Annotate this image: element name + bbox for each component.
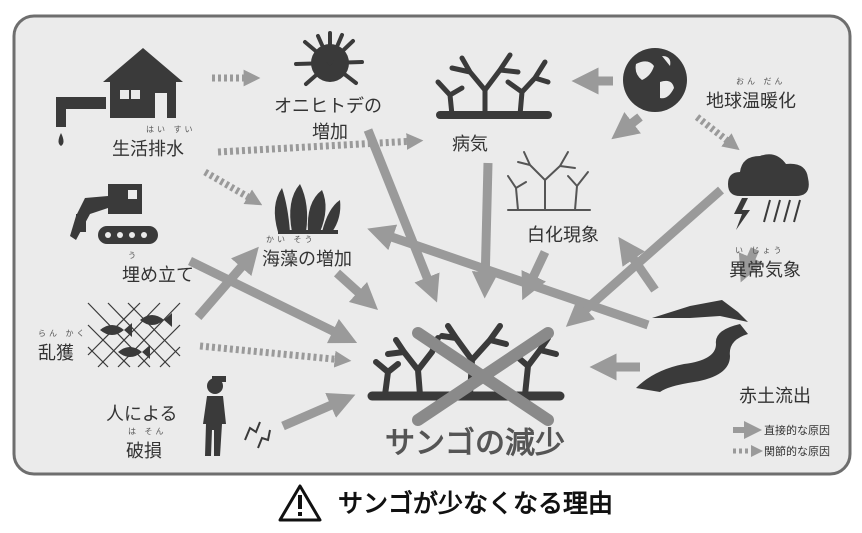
house-faucet-icon [56,48,183,146]
seaweed-label: 海藻の増加 [262,249,352,270]
starfish-label-1: オニヒトデの [274,96,382,117]
diagram-frame [12,14,852,476]
diver-icon [203,376,226,456]
legend-direct: 直接的な原因 [764,422,830,438]
arrow-damage-coral [281,392,356,431]
footer-title: サンゴが少なくなる理由 [278,478,613,526]
node-bleaching: 白化現象 [527,221,599,247]
bleaching-label: 白化現象 [527,225,599,246]
overfishing-label: 乱獲 [38,343,74,364]
arrow-household-disease [217,133,424,156]
crown-of-thorns-starfish-icon [294,31,364,86]
disease-label: 病気 [452,134,488,155]
arrow-household-seaweed [203,168,263,206]
starfish-label-2: 増加 [312,122,348,143]
warning-icon [278,484,322,522]
node-warming: おん だん 地球温暖化 [706,76,796,113]
weather-ruby: い じょう [735,246,785,255]
arrow-landfill-seaweed [188,256,358,344]
landfill-ruby: う [128,251,139,260]
legend-direct-label: 直接的な原因 [764,424,830,437]
node-disease: 病気 [452,130,488,156]
coral-crossed-out-icon [367,323,565,426]
node-landfill: う 埋め立て [122,250,194,287]
broken-coral-icon [244,421,271,449]
warming-ruby: おん だん [736,77,786,86]
fish-net-icon [87,302,181,368]
arrow-redsoil-bleaching [618,236,659,293]
storm-cloud-icon [728,154,809,230]
legend-indirect-label: 関節的な原因 [764,445,830,458]
result-label: サンゴの減少 [385,426,565,461]
footer-title-text: サンゴが少なくなる理由 [338,489,614,518]
arrow-weather-coral [565,186,724,327]
warming-label: 地球温暖化 [706,91,796,112]
redsoil-label: 赤土流出 [739,386,811,407]
node-household: はい すい 生活排水 [112,124,196,161]
node-damage: 人による は そん 破損 [106,400,177,463]
landfill-label: 埋め立て [122,265,194,286]
arrow-starfish-coral [363,128,440,303]
overfishing-ruby: らん かく [38,329,88,338]
seaweed-ruby: かい そう [266,235,316,244]
node-redsoil: 赤土流出 [739,382,811,408]
damage-label-1: 人による [106,404,178,425]
household-ruby: はい すい [146,125,196,134]
globe-icon [623,48,687,112]
weather-label: 異常気象 [729,260,801,281]
arrow-overfishing-seaweed [194,246,259,320]
node-seaweed: かい そう 海藻の増加 [262,234,352,271]
river-runoff-icon [636,300,748,392]
damage-label-2: 破損 [126,441,162,462]
arrow-warming-weather [694,114,740,151]
diseased-coral-icon [435,52,552,119]
node-starfish: オニヒトデの 増加 [274,92,382,144]
arrow-redsoil-seaweed [367,224,650,330]
seaweed-icon [274,184,341,234]
legend-indirect: 関節的な原因 [764,443,830,459]
household-label: 生活排水 [112,139,184,160]
arrow-seaweed-coral [333,269,379,311]
arrow-warming-bleaching [611,112,643,140]
excavator-icon [70,184,158,244]
arrow-weather-down [738,247,764,283]
node-weather: い じょう 異常気象 [729,245,801,282]
node-overfishing: らん かく 乱獲 [38,328,88,365]
damage-ruby: は そん [128,427,167,436]
bleached-coral-icon [507,151,591,211]
